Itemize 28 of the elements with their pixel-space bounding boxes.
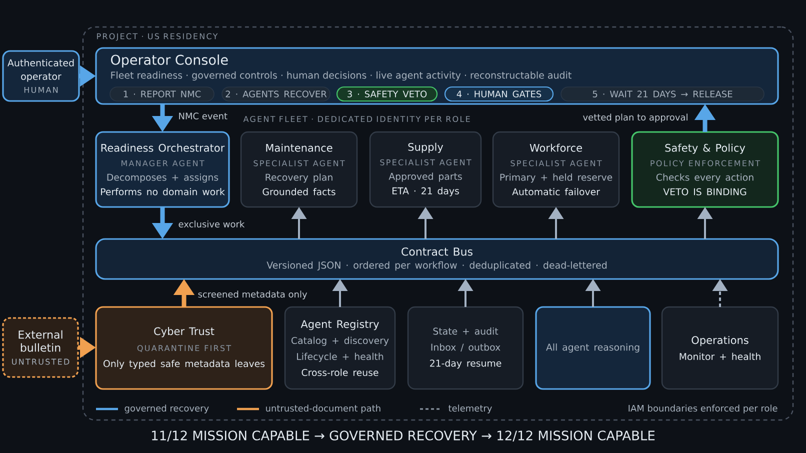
operator-box: Authenticated operator HUMAN — [2, 50, 80, 102]
edge-label: NMC event — [176, 111, 230, 121]
edge-label: exclusive work — [176, 219, 246, 229]
step-pill: 2 · AGENTS RECOVER — [222, 86, 330, 102]
quarantine-box: Cyber Trust QUARANTINE FIRST Only typed safe metadata leaves — [95, 306, 273, 390]
legend-label: untrusted-document path — [266, 404, 380, 414]
agent-box: Supply SPECIALIST AGENT Approved parts ETA · 21 days — [369, 131, 482, 208]
step-pill: 3 · SAFETY VETO — [336, 86, 438, 102]
legend-label: telemetry — [448, 404, 492, 414]
note-text: IAM boundaries enforced per role — [628, 404, 778, 414]
service-box: Operations Monitor + health — [661, 306, 779, 390]
service-box: State + audit Inbox / outbox 21-day resume — [407, 306, 524, 390]
step-pill: 1 · REPORT NMC — [110, 86, 214, 102]
step-pill: 4 · HUMAN GATES — [444, 86, 554, 102]
section-heading: AGENT FLEET · DEDICATED IDENTITY PER ROLE — [243, 116, 470, 122]
service-box: All agent reasoning — [535, 306, 651, 390]
bulletin-box: External bulletin UNTRUSTED — [2, 317, 79, 378]
agent-box: Workforce SPECIALIST AGENT Primary + held reserve Automatic failover — [492, 131, 620, 208]
edge-label: vetted plan to approval — [581, 112, 690, 124]
legend-label: governed recovery — [124, 404, 209, 414]
message-bus-box: Contract Bus Versioned JSON · ordered per workflow · deduplicated · dead-lettered — [95, 238, 779, 280]
edge-label: screened metadata only — [196, 289, 309, 301]
agent-box: Readiness Orchestrator MANAGER AGENT Decomposes + assigns Performs no domain work — [95, 131, 230, 208]
step-pill: 5 · WAIT 21 DAYS → RELEASE — [560, 86, 764, 102]
caption: 11/12 MISSION CAPABLE → GOVERNED RECOVERY → 12/12 MISSION CAPABLE — [152, 430, 655, 442]
service-box: Agent Registry Catalog + discovery Lifecycle + health Cross-role reuse — [284, 306, 396, 390]
agent-box: Maintenance SPECIALIST AGENT Recovery plan Grounded facts — [240, 131, 358, 208]
policy-box: Safety & Policy POLICY ENFORCEMENT Checks every action VETO IS BINDING — [631, 131, 779, 208]
